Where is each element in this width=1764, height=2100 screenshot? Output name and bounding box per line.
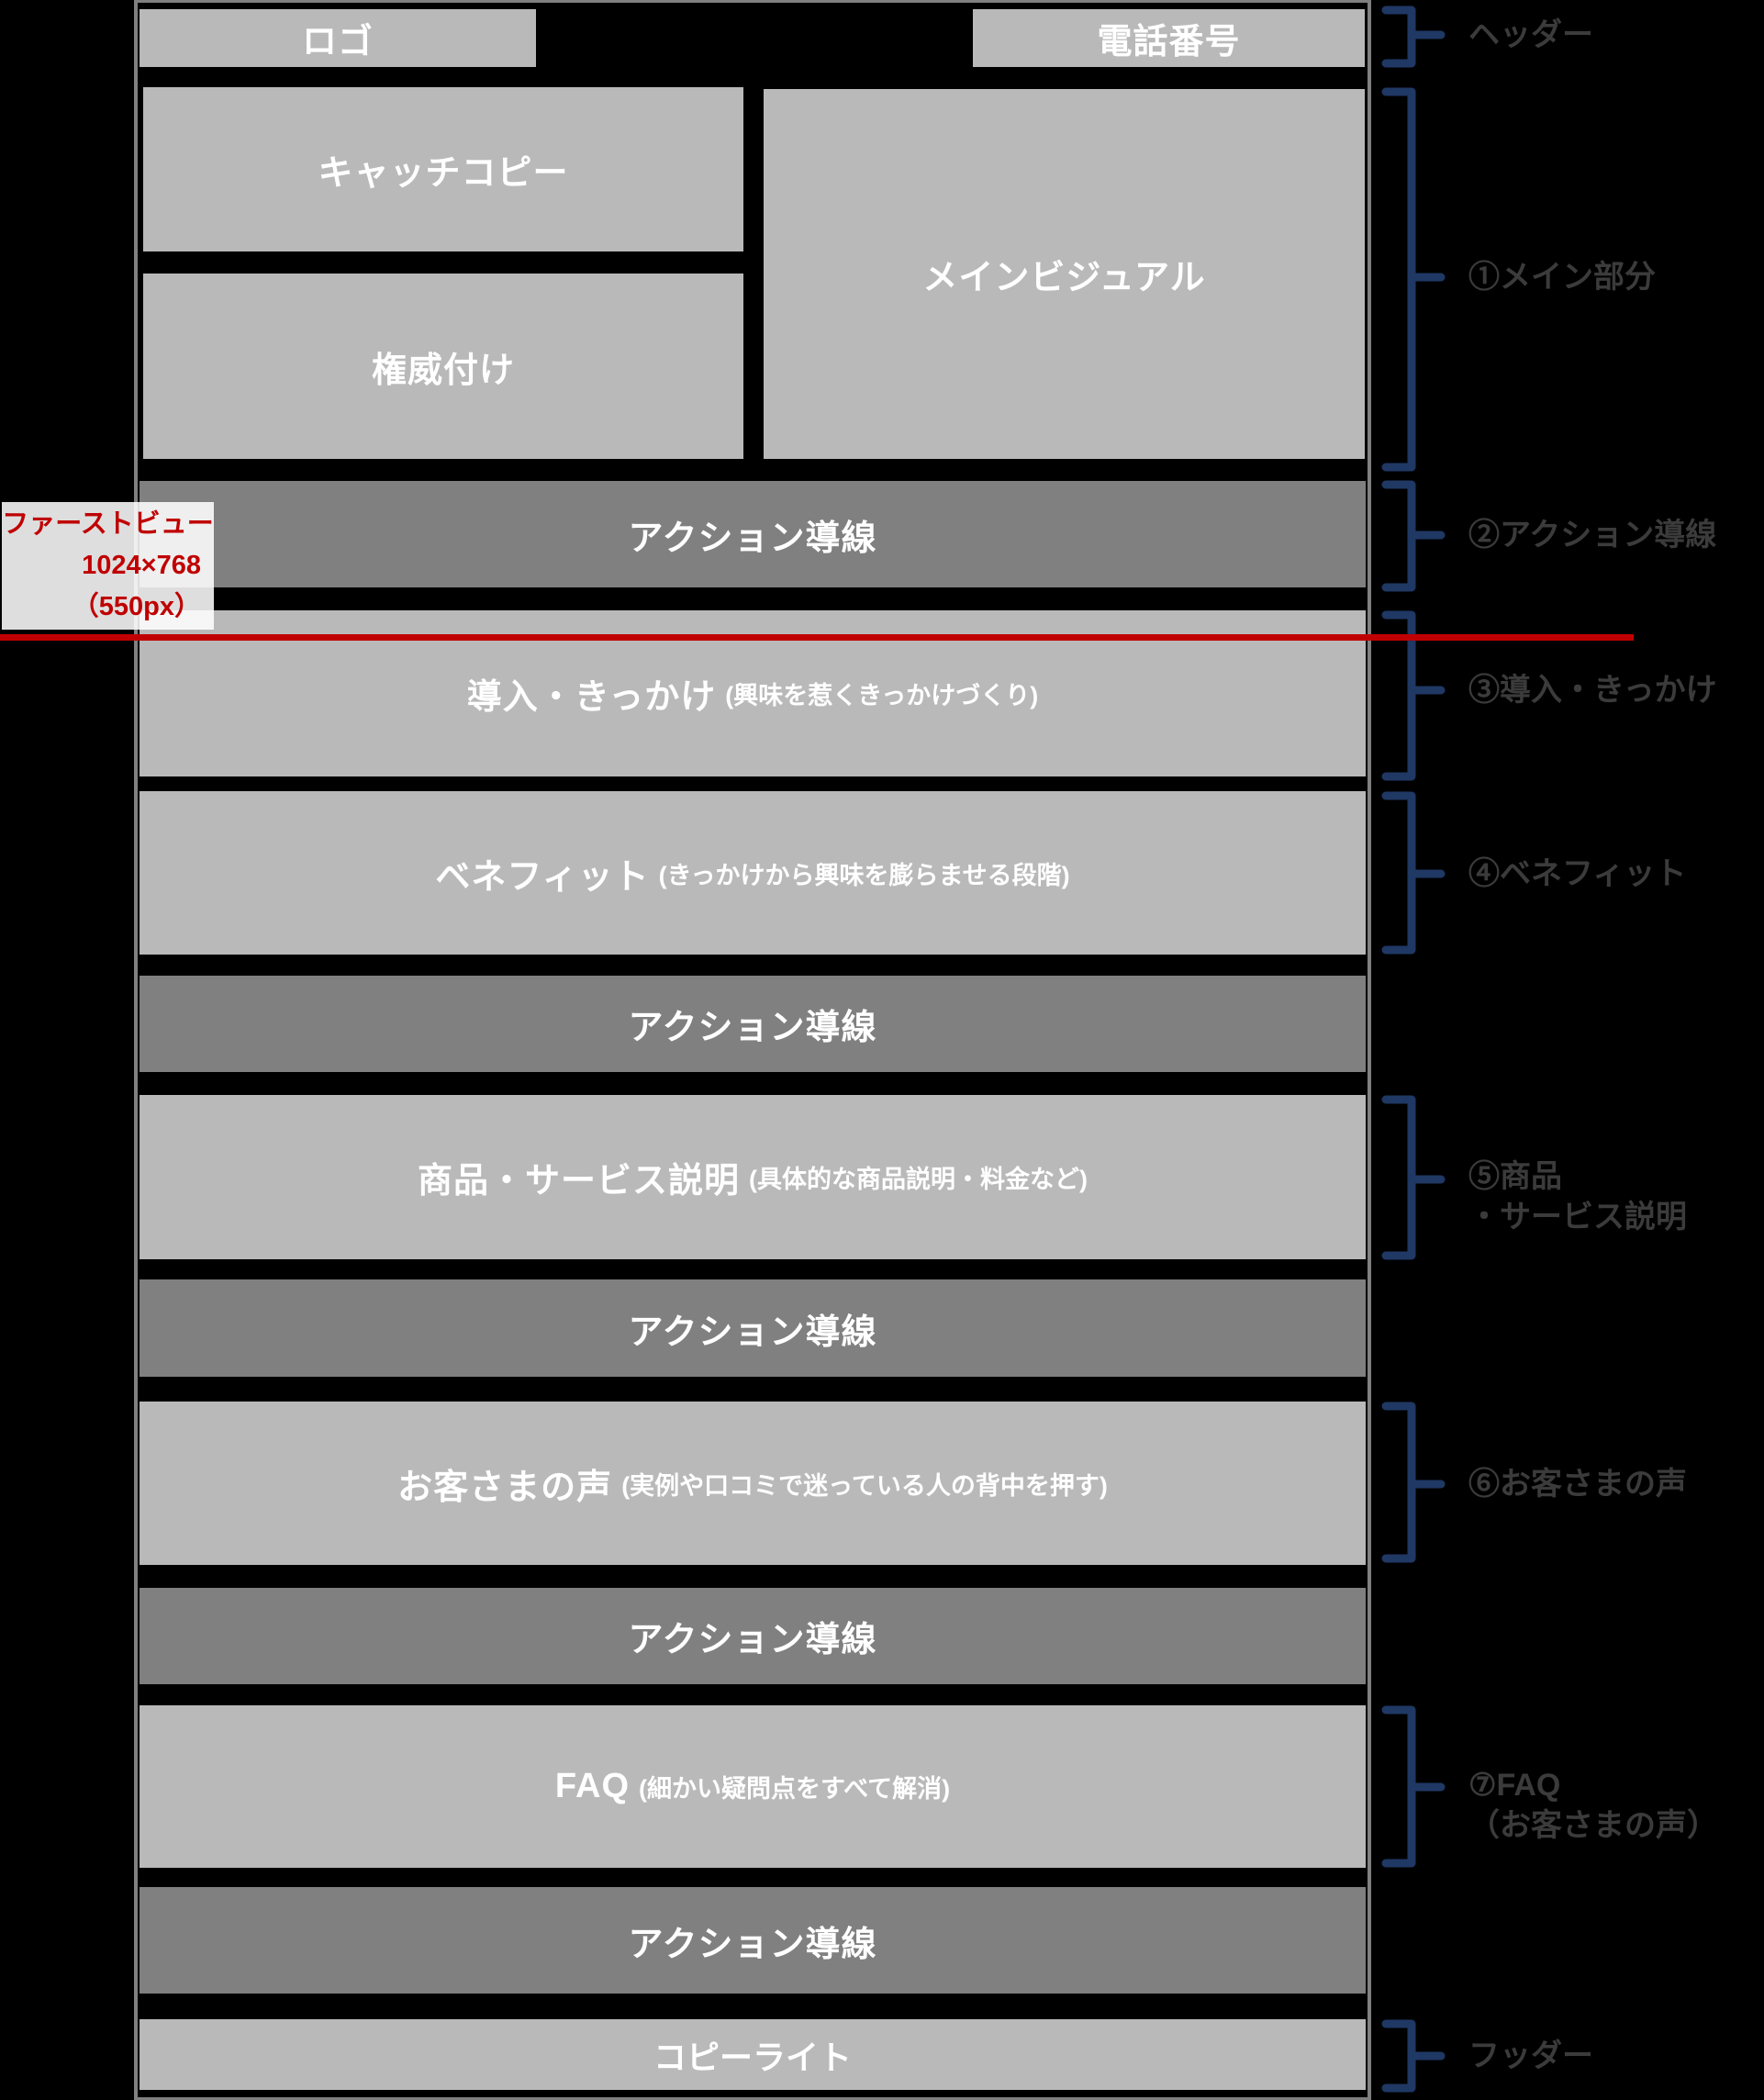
- action-bar-label: アクション導線: [628, 1312, 877, 1352]
- bracket-header: [1381, 6, 1446, 68]
- benefit-title: ベネフィット: [435, 857, 650, 897]
- action-bar-1: アクション導線: [140, 481, 1366, 587]
- annotation-product-line1: ⑤商品: [1468, 1159, 1562, 1194]
- annotation-action: ②アクション導線: [1468, 518, 1717, 553]
- copyright-bar: コピーライト: [140, 2019, 1366, 2090]
- bracket-faq: [1381, 1705, 1446, 1868]
- annotation-product: ⑤商品 ・サービス説明: [1468, 1156, 1687, 1237]
- intro-note: (興味を惹くきっかけづくり): [725, 682, 1039, 709]
- bracket-footer: [1381, 2019, 1446, 2093]
- action-bar-label: アクション導線: [628, 1621, 877, 1659]
- voice-title: お客さまの声: [397, 1468, 613, 1507]
- main-visual-label: メインビジュアル: [922, 259, 1206, 297]
- action-bar-label: アクション導線: [628, 519, 877, 558]
- first-view-label: ファーストビュー 1024×768 （550px）: [2, 502, 214, 630]
- logo-label: ロゴ: [301, 23, 374, 61]
- bracket-product: [1381, 1095, 1446, 1260]
- faq-box: FAQ (細かい疑問点をすべて解消): [140, 1705, 1366, 1868]
- annotation-faq: ⑦FAQ （お客さまの声）: [1468, 1765, 1718, 1846]
- faq-title: FAQ: [554, 1767, 631, 1805]
- bracket-intro: [1381, 610, 1446, 781]
- bracket-benefit: [1381, 791, 1446, 955]
- main-visual-box: メインビジュアル: [764, 89, 1365, 459]
- first-view-fold-line: [0, 634, 1634, 641]
- annotation-main: ①メイン部分: [1468, 260, 1656, 295]
- action-bar-3: アクション導線: [140, 1279, 1366, 1377]
- bracket-main: [1381, 87, 1446, 472]
- benefit-box: ベネフィット (きっかけから興味を膨らませる段階): [140, 791, 1366, 955]
- annotation-footer: フッダー: [1468, 2039, 1593, 2073]
- annotation-intro: ③導入・きっかけ: [1468, 673, 1717, 708]
- action-bar-2: アクション導線: [140, 976, 1366, 1072]
- bracket-voice: [1381, 1402, 1446, 1563]
- action-bar-label: アクション導線: [628, 1009, 877, 1047]
- logo-box: ロゴ: [140, 9, 536, 67]
- annotation-voice: ⑥お客さまの声: [1468, 1467, 1687, 1502]
- first-view-title: ファーストビュー: [2, 509, 214, 539]
- first-view-resolution: 1024×768: [82, 551, 201, 580]
- annotation-faq-line2: （お客さまの声）: [1468, 1808, 1718, 1843]
- catch-copy-label: キャッチコピー: [318, 154, 569, 193]
- action-bar-label: アクション導線: [628, 1925, 877, 1964]
- catch-copy-box: キャッチコピー: [143, 87, 743, 251]
- product-note: (具体的な商品説明・料金など): [749, 1166, 1088, 1193]
- annotation-header: ヘッダー: [1468, 17, 1593, 52]
- phone-label: 電話番号: [1097, 23, 1241, 61]
- authority-box: 権威付け: [143, 274, 743, 459]
- annotation-benefit: ④ベネフィット: [1468, 856, 1687, 891]
- benefit-note: (きっかけから興味を膨らませる段階): [658, 861, 1070, 889]
- product-title: 商品・サービス説明: [418, 1162, 741, 1201]
- first-view-height: （550px）: [72, 592, 201, 621]
- product-box: 商品・サービス説明 (具体的な商品説明・料金など): [140, 1095, 1366, 1259]
- faq-note: (細かい疑問点をすべて解消): [639, 1775, 951, 1803]
- voice-box: お客さまの声 (実例や口コミで迷っている人の背中を押す): [140, 1402, 1366, 1565]
- action-bar-5: アクション導線: [140, 1887, 1366, 1994]
- annotation-faq-line1: ⑦FAQ: [1468, 1768, 1561, 1803]
- annotation-product-line2: ・サービス説明: [1468, 1200, 1687, 1234]
- intro-title: 導入・きっかけ: [466, 678, 717, 717]
- copyright-label: コピーライト: [653, 2038, 852, 2076]
- authority-label: 権威付け: [371, 351, 515, 390]
- bracket-action: [1381, 480, 1446, 592]
- action-bar-4: アクション導線: [140, 1588, 1366, 1684]
- voice-note: (実例や口コミで迷っている人の背中を押す): [621, 1471, 1108, 1500]
- phone-box: 電話番号: [973, 9, 1365, 67]
